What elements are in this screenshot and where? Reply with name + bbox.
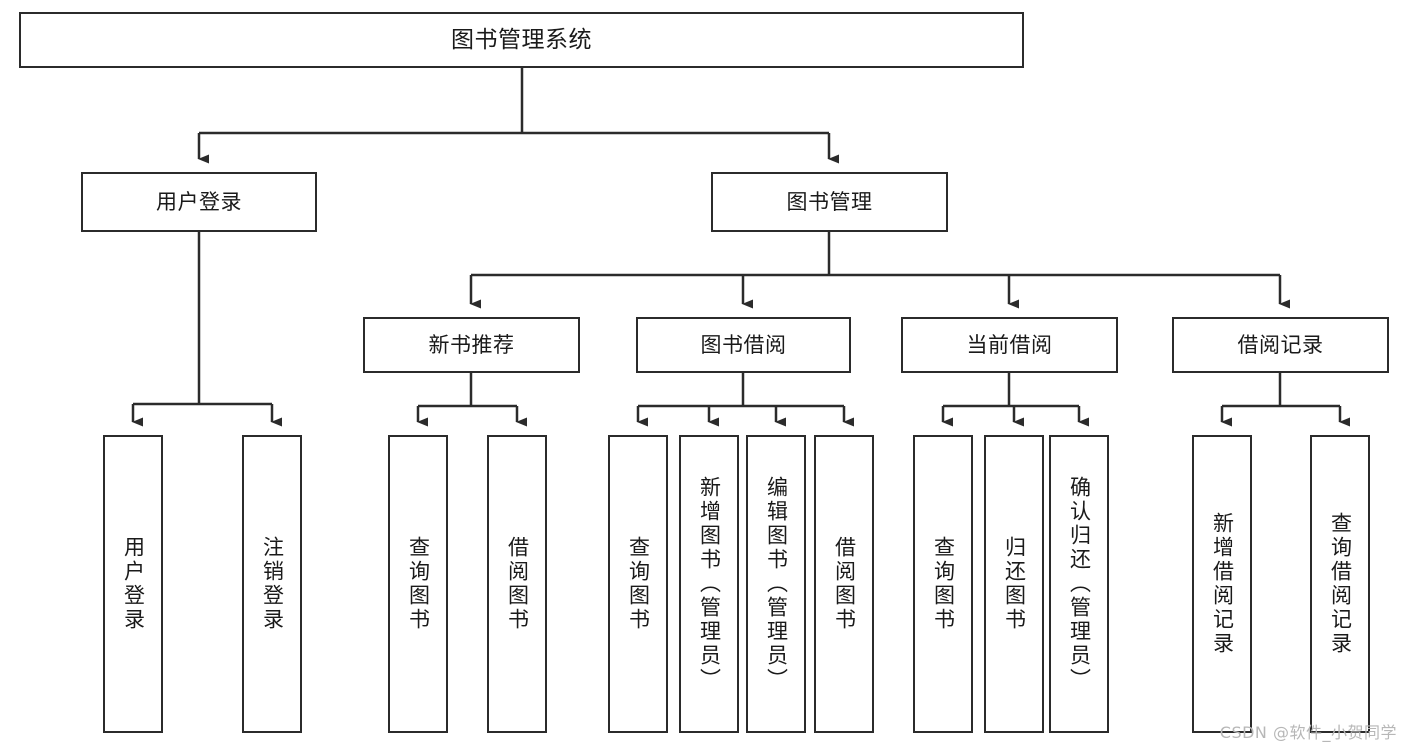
node-recommend[interactable]: 新书推荐 [363,317,580,373]
node-leaf-user-login-label: 用户登录 [121,536,146,632]
node-bookmgr[interactable]: 图书管理 [711,172,948,232]
node-leaf-query-record-label: 查询借阅记录 [1328,512,1353,656]
node-leaf-query-1-label: 查询图书 [406,536,431,632]
node-current[interactable]: 当前借阅 [901,317,1118,373]
csdn-watermark: CSDN @软件_小贺同学 [1219,723,1397,742]
node-records[interactable]: 借阅记录 [1172,317,1389,373]
node-leaf-confirm-label: 确认归还（管理员） [1067,476,1092,692]
node-login-label: 用户登录 [156,189,242,214]
node-leaf-borrow-1[interactable]: 借阅图书 [487,435,547,733]
node-leaf-borrow-2[interactable]: 借阅图书 [814,435,874,733]
node-root-system[interactable]: 图书管理系统 [19,12,1024,68]
node-leaf-add-book[interactable]: 新增图书（管理员） [679,435,739,733]
node-leaf-query-3[interactable]: 查询图书 [913,435,973,733]
node-leaf-query-1[interactable]: 查询图书 [388,435,448,733]
node-leaf-logout-label: 注销登录 [260,536,285,632]
node-borrow[interactable]: 图书借阅 [636,317,851,373]
node-leaf-query-record[interactable]: 查询借阅记录 [1310,435,1370,733]
node-leaf-return-label: 归还图书 [1002,536,1027,632]
node-leaf-query-2-label: 查询图书 [626,536,651,632]
node-leaf-add-record-label: 新增借阅记录 [1210,512,1235,656]
node-leaf-confirm[interactable]: 确认归还（管理员） [1049,435,1109,733]
node-leaf-edit-book-label: 编辑图书（管理员） [764,476,789,692]
node-login[interactable]: 用户登录 [81,172,317,232]
node-leaf-add-book-label: 新增图书（管理员） [697,476,722,692]
node-leaf-borrow-1-label: 借阅图书 [505,536,530,632]
node-leaf-edit-book[interactable]: 编辑图书（管理员） [746,435,806,733]
node-leaf-user-login[interactable]: 用户登录 [103,435,163,733]
node-leaf-add-record[interactable]: 新增借阅记录 [1192,435,1252,733]
node-leaf-query-3-label: 查询图书 [931,536,956,632]
node-leaf-query-2[interactable]: 查询图书 [608,435,668,733]
node-records-label: 借阅记录 [1237,332,1324,357]
node-bookmgr-label: 图书管理 [786,189,873,214]
node-leaf-return[interactable]: 归还图书 [984,435,1044,733]
node-borrow-label: 图书借阅 [700,332,787,357]
node-leaf-logout[interactable]: 注销登录 [242,435,302,733]
node-current-label: 当前借阅 [966,332,1053,357]
node-recommend-label: 新书推荐 [428,332,515,357]
node-leaf-borrow-2-label: 借阅图书 [832,536,857,632]
node-root-system-label: 图书管理系统 [451,26,592,53]
